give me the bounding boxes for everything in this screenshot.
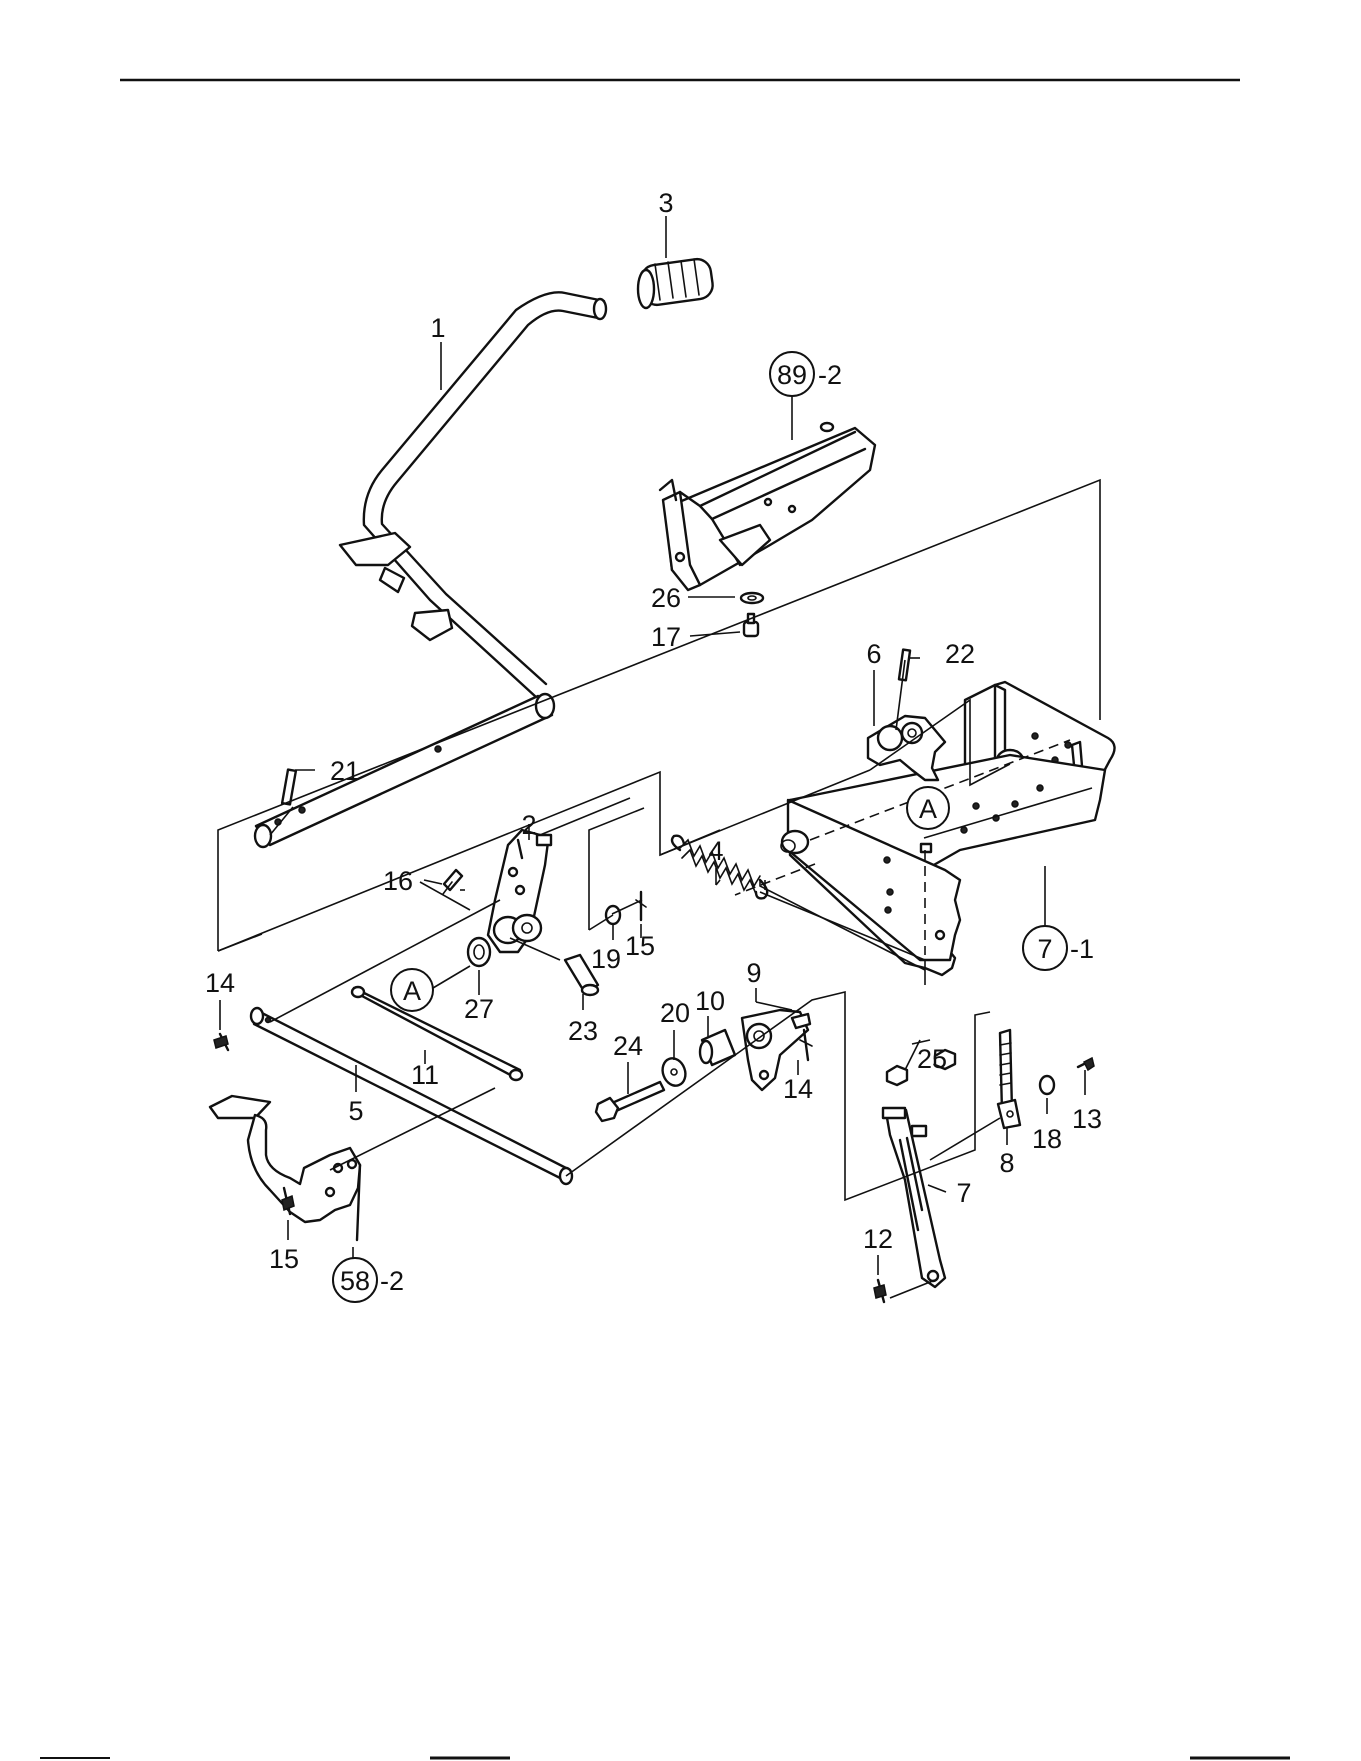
callout-8: 8	[999, 1148, 1014, 1178]
lever-rod-part	[255, 292, 606, 847]
clip-14a-part	[214, 1034, 228, 1050]
callout-13: 13	[1072, 1104, 1102, 1134]
callout-11: 11	[411, 1060, 439, 1090]
clip-13-part	[1078, 1058, 1094, 1070]
callout-15-upper: 15	[625, 931, 655, 961]
bracket-part	[660, 423, 875, 590]
callout-89-suffix: -2	[818, 360, 842, 390]
callout-14-left: 14	[205, 968, 235, 998]
frame-plate-part	[781, 682, 1115, 975]
callout-17: 17	[651, 622, 681, 652]
washer-27-part	[468, 938, 490, 966]
callout-18: 18	[1032, 1124, 1062, 1154]
callout-7-frame-suffix: -1	[1070, 934, 1094, 964]
callout-a-lower: A	[403, 976, 421, 1006]
callout-12: 12	[863, 1224, 893, 1254]
arm-7-part	[883, 1108, 945, 1287]
grip-part	[638, 257, 714, 308]
callout-24: 24	[613, 1031, 643, 1061]
callout-21: 21	[330, 756, 360, 786]
callout-4: 4	[708, 836, 723, 866]
callout-2: 2	[521, 810, 536, 840]
callout-58: 58	[340, 1266, 370, 1296]
callout-89: 89	[777, 360, 807, 390]
washer-20-part	[659, 1055, 689, 1089]
rod-end-8-part	[998, 1030, 1020, 1128]
callout-27: 27	[464, 994, 494, 1024]
callout-14-right: 14	[783, 1074, 813, 1104]
pivot-2-part	[488, 830, 598, 995]
clip-16-part	[443, 870, 462, 894]
callout-58-suffix: -2	[380, 1266, 404, 1296]
callout-5: 5	[348, 1096, 363, 1126]
callout-7-arm: 7	[956, 1178, 971, 1208]
callout-3: 3	[658, 188, 673, 218]
callout-1: 1	[430, 313, 445, 343]
callout-19: 19	[591, 944, 621, 974]
callout-9: 9	[746, 958, 761, 988]
rod-5-part	[251, 1008, 572, 1184]
callout-22: 22	[945, 639, 975, 669]
callout-20: 20	[660, 998, 690, 1028]
washer-18-part	[1040, 1076, 1054, 1094]
bottom-edge-marks	[0, 1755, 1361, 1761]
callout-23: 23	[568, 1016, 598, 1046]
callout-10: 10	[695, 986, 725, 1016]
bolt-24-part	[596, 1082, 664, 1121]
callout-7-frame: 7	[1037, 934, 1052, 964]
callout-15-lower: 15	[269, 1244, 299, 1274]
clip-12-part	[874, 1280, 886, 1302]
callout-25: 25	[917, 1044, 947, 1074]
callout-6: 6	[866, 639, 881, 669]
callout-16: 16	[383, 866, 413, 896]
clip-15a-part	[636, 892, 646, 920]
washer-26-part	[741, 593, 763, 603]
callout-a-upper: A	[919, 794, 937, 824]
pedal-58-part	[210, 1096, 360, 1240]
callout-26: 26	[651, 583, 681, 613]
